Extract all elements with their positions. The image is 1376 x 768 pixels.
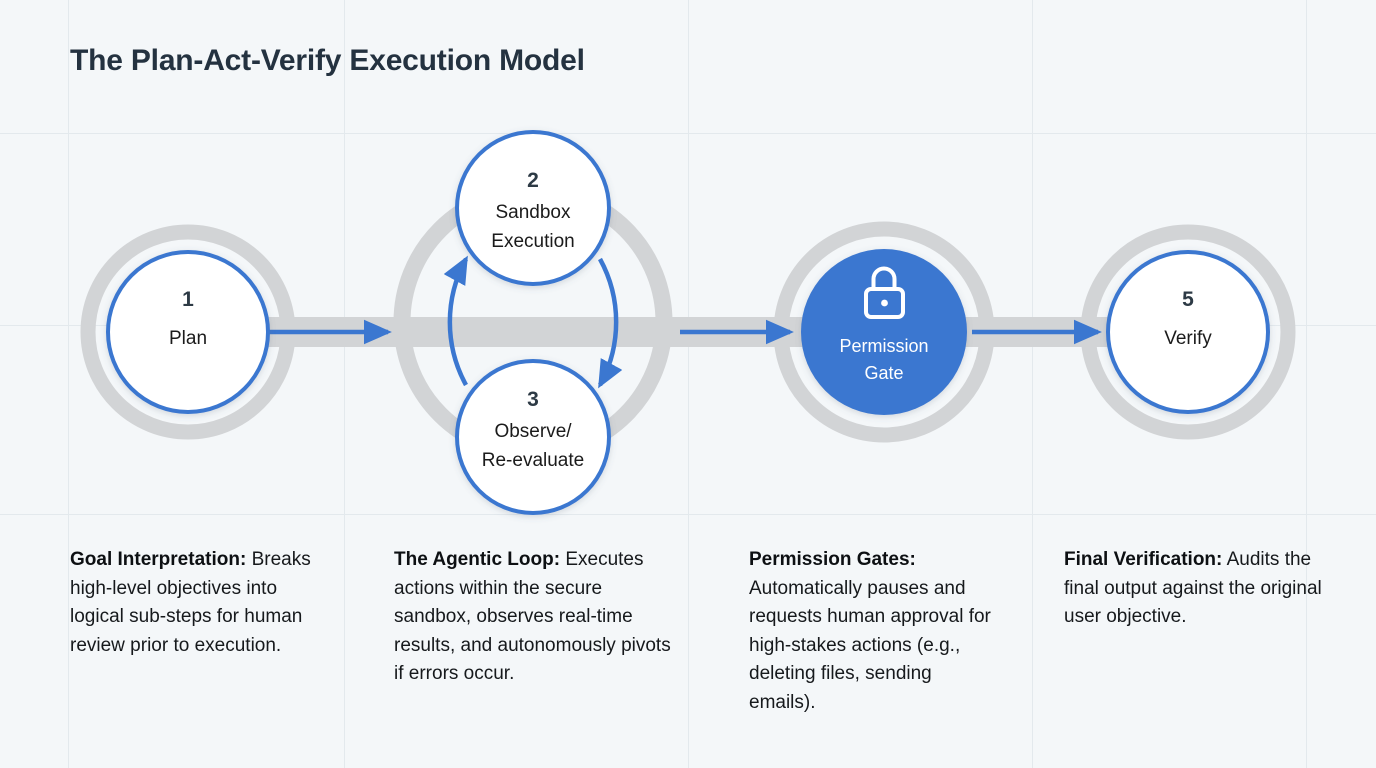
node-verify-number: 5 [1182, 288, 1194, 311]
page-title: The Plan-Act-Verify Execution Model [70, 44, 585, 77]
node-plan-label: Plan [169, 328, 207, 349]
loop-arrow-observe-to-sandbox [443, 255, 468, 387]
caption-body: Executes actions within the secure sandb… [394, 549, 671, 684]
node-plan-number: 1 [182, 288, 194, 311]
node-sandbox-execution[interactable]: 2 Sandbox Execution [455, 130, 611, 286]
caption-title: Goal Interpretation: [70, 549, 247, 570]
node-observe-re-evaluate[interactable]: 3 Observe/ Re-evaluate [455, 359, 611, 515]
caption-permission-gates: Permission Gates: Automatically pauses a… [749, 546, 997, 717]
node-plan-circle[interactable] [106, 250, 270, 414]
node-verify-circle[interactable] [1106, 250, 1270, 414]
loop-arrow-sandbox-to-observe [598, 257, 623, 389]
caption-title: Permission Gates: [749, 549, 916, 570]
node-permission-gate-label-line2: Gate [864, 363, 903, 383]
agentic-loop-arrows [443, 255, 623, 389]
node-sandbox-execution-label-line1: Sandbox [495, 202, 571, 223]
node-observe-re-evaluate-label-line2: Re-evaluate [482, 450, 584, 471]
caption-title: Final Verification: [1064, 549, 1223, 570]
caption-body: Automatically pauses and requests human … [749, 577, 991, 713]
node-sandbox-execution-number: 2 [527, 169, 539, 192]
node-permission-gate-label-line1: Permission [839, 336, 928, 356]
caption-body: Audits the final output against the orig… [1064, 549, 1322, 627]
node-observe-re-evaluate-label-line1: Observe/ [494, 421, 572, 442]
caption-goal-interpretation: Goal Interpretation: Breaks high-level o… [70, 546, 328, 660]
lock-icon [864, 266, 905, 319]
caption-agentic-loop: The Agentic Loop: Executes actions withi… [394, 546, 684, 689]
caption-title: The Agentic Loop: [394, 549, 561, 570]
node-observe-re-evaluate-number: 3 [527, 388, 539, 411]
node-observe-re-evaluate-circle[interactable] [455, 359, 611, 515]
node-sandbox-execution-label-line2: Execution [491, 231, 574, 252]
node-verify-label: Verify [1164, 328, 1212, 349]
node-permission-gate-circle[interactable] [801, 249, 967, 415]
caption-body: Breaks high-level objectives into logica… [70, 549, 311, 656]
node-sandbox-execution-circle[interactable] [455, 130, 611, 286]
caption-final-verification: Final Verification: Audits the final out… [1064, 546, 1326, 632]
node-verify[interactable]: 5 Verify [1106, 250, 1270, 414]
node-permission-gate[interactable]: Permission Gate [801, 249, 967, 415]
node-plan[interactable]: 1 Plan [106, 250, 270, 414]
